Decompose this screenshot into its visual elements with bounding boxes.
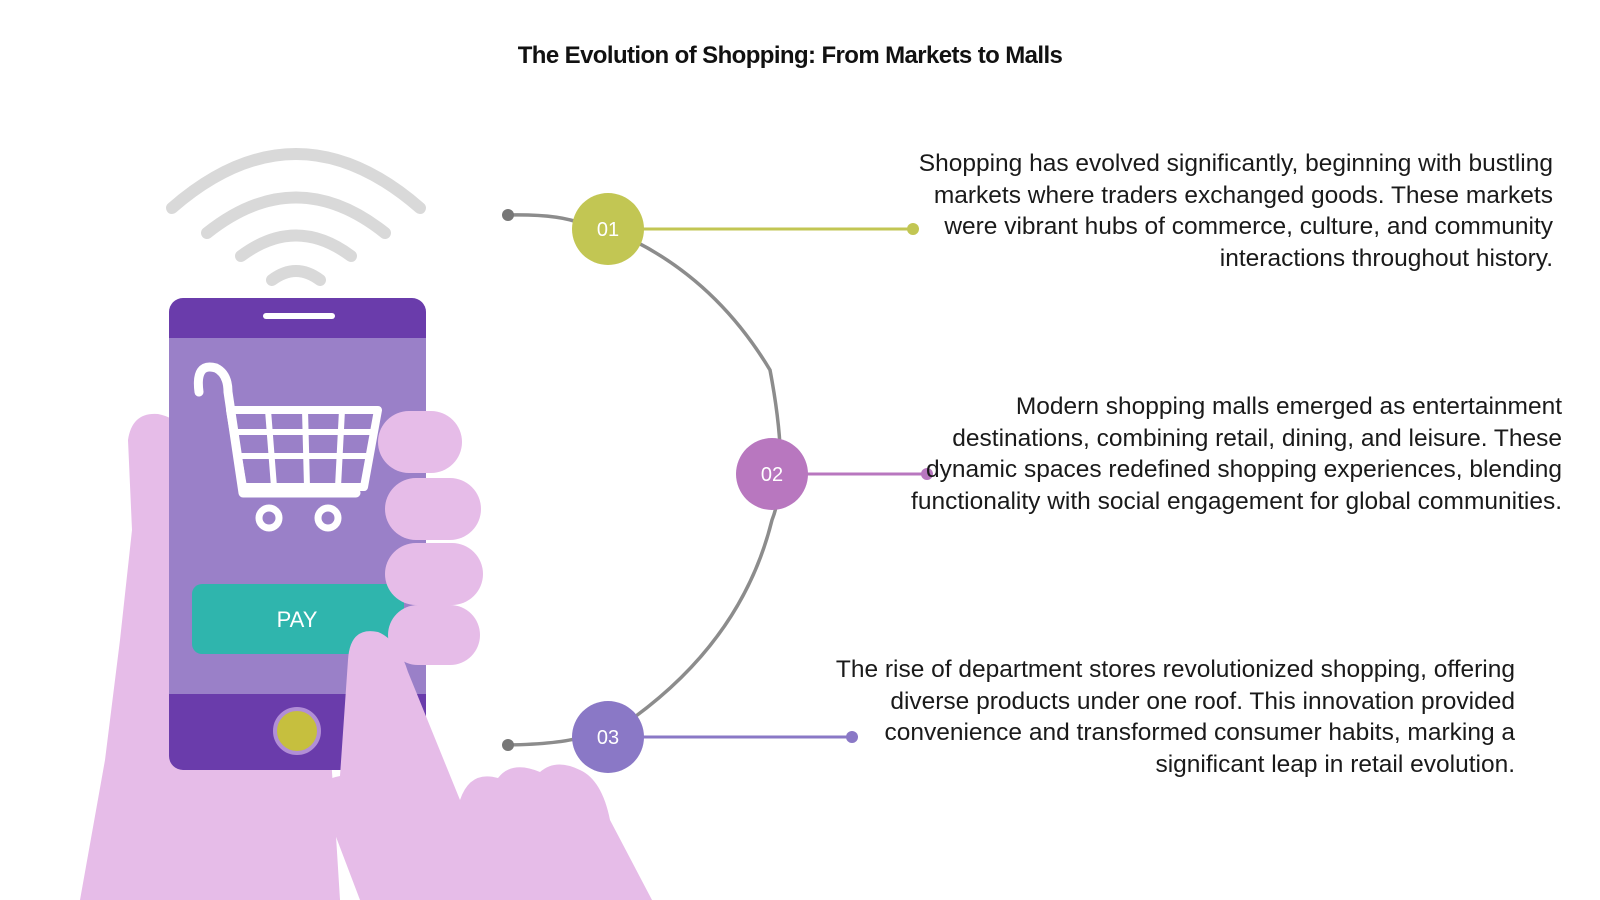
- step-03-marker: 03: [572, 701, 858, 773]
- page-title: The Evolution of Shopping: From Markets …: [517, 42, 1063, 69]
- wifi-icon: [166, 148, 426, 286]
- pay-button-label: PAY: [277, 607, 318, 632]
- step-03-description: The rise of department stores revolution…: [835, 656, 1515, 778]
- pointing-hand: [320, 631, 652, 900]
- step-number: 02: [761, 464, 783, 486]
- shopping-cart-icon: [193, 362, 382, 532]
- step-number: 03: [597, 727, 619, 749]
- pay-button[interactable]: PAY: [192, 584, 404, 654]
- left-connectors: [507, 213, 583, 747]
- hand-fingers: [378, 411, 483, 665]
- step-number: 01: [597, 219, 619, 241]
- step-02-marker: 02: [736, 438, 933, 510]
- step-01-description: Shopping has evolved significantly, begi…: [918, 150, 1553, 272]
- step-01-marker: 01: [572, 193, 919, 265]
- connector-dot: [502, 739, 514, 751]
- connector-dot: [502, 209, 514, 221]
- step-02-description: Modern shopping malls emerged as enterta…: [911, 393, 1562, 515]
